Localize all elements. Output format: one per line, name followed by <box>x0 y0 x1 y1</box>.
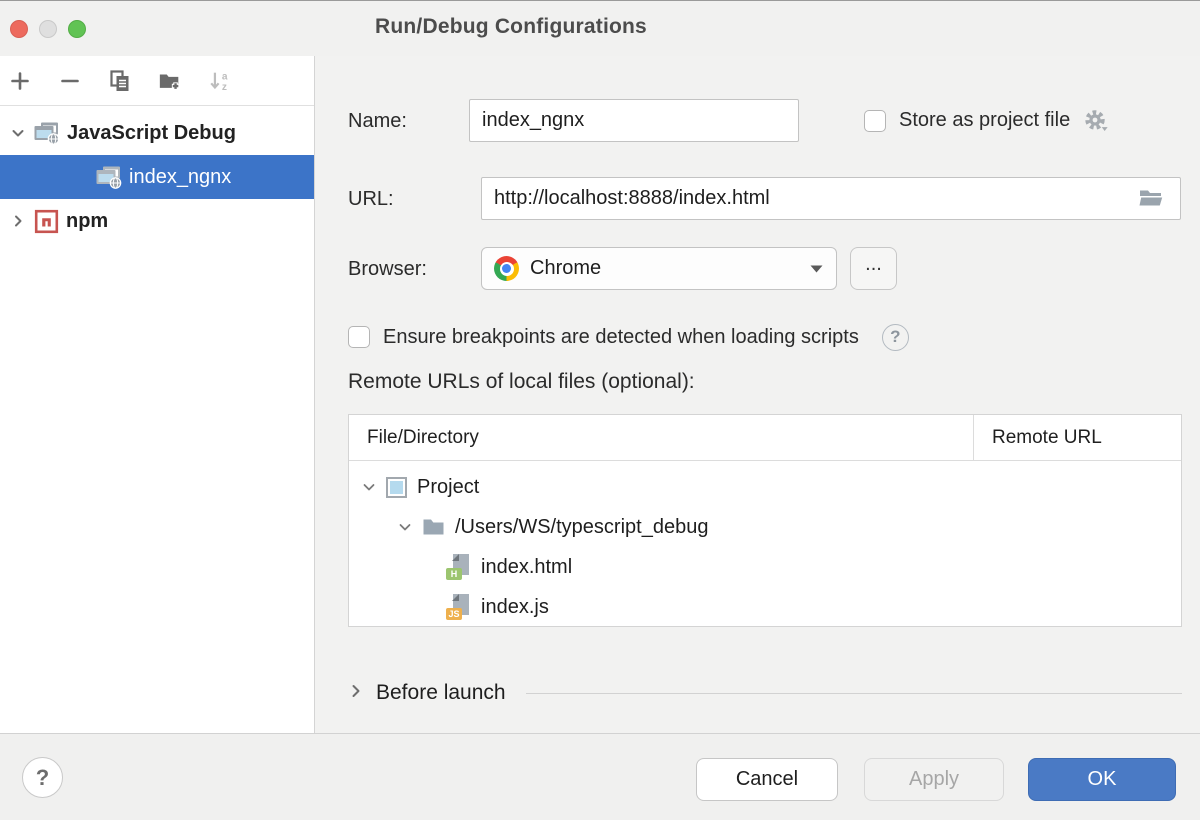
table-row-label: index.js <box>481 595 549 618</box>
npm-icon <box>34 209 59 234</box>
tree-item-index-ngnx[interactable]: index_ngnx <box>0 155 314 199</box>
before-launch-label: Before launch <box>376 681 506 704</box>
tree-item-label: JavaScript Debug <box>67 121 236 144</box>
section-divider <box>525 692 1182 694</box>
url-input[interactable] <box>481 177 1181 220</box>
name-input[interactable] <box>469 99 799 142</box>
column-header-remote-url[interactable]: Remote URL <box>992 426 1102 448</box>
name-label: Name: <box>348 110 407 132</box>
chevron-down-icon[interactable] <box>397 519 413 535</box>
table-row-project[interactable]: Project <box>349 467 1181 507</box>
table-row-label: /Users/WS/typescript_debug <box>455 515 709 538</box>
dialog-titlebar: Run/Debug Configurations <box>0 0 1200 56</box>
remote-urls-table: File/Directory Remote URL Project <box>348 414 1182 627</box>
configurations-sidebar: a z JavaScript Debug <box>0 56 315 733</box>
chrome-icon <box>494 256 519 281</box>
js-debug-icon <box>34 122 60 145</box>
browser-label: Browser: <box>348 258 427 280</box>
table-row-directory[interactable]: /Users/WS/typescript_debug <box>349 507 1181 547</box>
store-as-project-file-row: Store as project file <box>864 99 1110 142</box>
table-header: File/Directory Remote URL <box>349 415 1181 461</box>
add-configuration-icon[interactable] <box>8 69 32 93</box>
chevron-right-icon[interactable] <box>10 213 26 229</box>
cancel-button[interactable]: Cancel <box>696 758 838 801</box>
help-button[interactable]: ? <box>22 757 63 798</box>
js-file-icon: JS <box>446 594 471 620</box>
tree-item-label: index_ngnx <box>129 165 232 188</box>
window-controls <box>10 20 86 38</box>
js-debug-icon <box>96 166 122 189</box>
remove-configuration-icon[interactable] <box>58 69 82 93</box>
remote-urls-label: Remote URLs of local files (optional): <box>348 370 695 393</box>
apply-button: Apply <box>864 758 1004 801</box>
column-header-file-directory[interactable]: File/Directory <box>349 415 974 460</box>
configuration-form: Name: Store as project file URL: Browser… <box>316 56 1200 733</box>
new-folder-icon[interactable] <box>158 69 182 93</box>
folder-icon <box>422 517 445 537</box>
store-as-project-file-label: Store as project file <box>899 109 1071 131</box>
sidebar-toolbar: a z <box>0 56 314 106</box>
table-row-label: index.html <box>481 555 573 578</box>
chevron-down-icon <box>809 257 824 280</box>
project-icon <box>386 476 407 498</box>
browser-select-value: Chrome <box>530 257 602 279</box>
store-as-project-file-checkbox[interactable] <box>864 109 886 132</box>
zoom-window-button[interactable] <box>68 20 86 38</box>
minimize-window-button[interactable] <box>39 20 57 38</box>
gear-icon[interactable] <box>1083 108 1110 134</box>
sort-alphabetically-icon: a z <box>208 69 232 93</box>
svg-text:z: z <box>222 81 227 92</box>
dialog-footer: ? Cancel Apply OK <box>0 733 1200 820</box>
table-row-label: Project <box>417 475 480 498</box>
browser-more-button[interactable]: ... <box>850 247 897 290</box>
svg-text:a: a <box>222 71 228 82</box>
ok-button[interactable]: OK <box>1028 758 1176 801</box>
tree-item-npm[interactable]: npm <box>0 199 314 243</box>
tree-item-label: npm <box>66 209 109 232</box>
table-row-index-html[interactable]: H index.html <box>349 547 1181 587</box>
ensure-breakpoints-checkbox[interactable] <box>348 326 370 348</box>
copy-configuration-icon[interactable] <box>108 69 132 93</box>
close-window-button[interactable] <box>10 20 28 38</box>
dialog-title: Run/Debug Configurations <box>375 15 647 38</box>
table-row-index-js[interactable]: JS index.js <box>349 587 1181 627</box>
chevron-down-icon[interactable] <box>10 125 26 141</box>
chevron-down-icon[interactable] <box>361 479 377 495</box>
ensure-breakpoints-label: Ensure breakpoints are detected when loa… <box>383 325 859 348</box>
before-launch-section[interactable]: Before launch <box>348 681 1182 705</box>
chevron-right-icon[interactable] <box>348 682 364 705</box>
tree-item-javascript-debug[interactable]: JavaScript Debug <box>0 111 314 155</box>
help-icon[interactable]: ? <box>881 323 909 351</box>
ensure-breakpoints-row: Ensure breakpoints are detected when loa… <box>348 322 909 352</box>
configurations-tree: JavaScript Debug index_ngnx <box>0 106 314 243</box>
html-file-icon: H <box>446 554 471 580</box>
browser-select[interactable]: Chrome <box>481 247 837 290</box>
browse-folder-icon[interactable] <box>1138 187 1165 214</box>
url-label: URL: <box>348 188 394 210</box>
